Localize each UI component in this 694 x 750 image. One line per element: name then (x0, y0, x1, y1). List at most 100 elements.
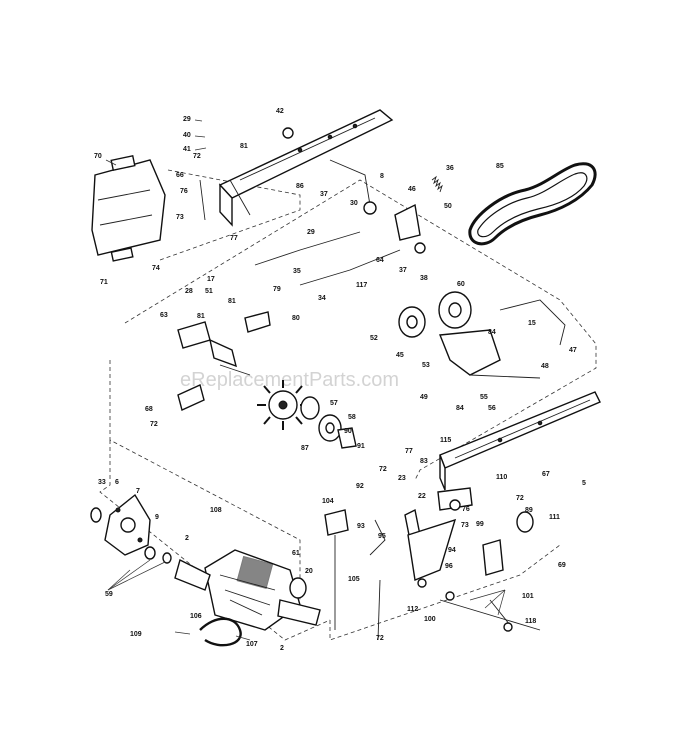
part-number-label: 108 (210, 507, 222, 514)
part-number-label: 2 (185, 535, 189, 542)
part-number-label: 17 (207, 276, 215, 283)
part-number-label: 2 (280, 645, 284, 652)
part-number-label: 93 (357, 523, 365, 530)
part-number-label: 72 (150, 421, 158, 428)
part-number-label: 47 (569, 347, 577, 354)
part-number-label: 56 (488, 405, 496, 412)
left-linkage-box (109, 360, 301, 600)
part-number-label: 60 (457, 281, 465, 288)
part-number-label: 84 (488, 329, 496, 336)
leader-lines (105, 119, 506, 641)
spring-36 (431, 175, 443, 193)
part-number-label: 84 (456, 405, 464, 412)
part-number-label: 66 (176, 172, 184, 179)
part-number-label: 112 (407, 606, 418, 613)
part-number-label: 71 (100, 279, 108, 286)
shift-levers (324, 487, 534, 641)
part-number-label: 79 (273, 286, 281, 293)
part-number-label: 81 (240, 143, 248, 150)
part-number-label: 38 (420, 275, 428, 282)
part-number-label: 77 (405, 448, 413, 455)
part-number-label: 109 (130, 631, 142, 638)
part-number-label: 55 (480, 394, 488, 401)
part-number-label: 7 (136, 488, 140, 495)
belt-107 (199, 617, 242, 647)
part-number-label: 72 (193, 153, 201, 160)
part-number-label: 72 (379, 466, 387, 473)
part-number-label: 20 (305, 568, 313, 575)
part-number-label: 90 (344, 428, 352, 435)
part-number-label: 94 (448, 547, 456, 554)
part-number-label: 77 (230, 235, 238, 242)
part-number-label: 117 (356, 282, 367, 289)
part-number-label: 51 (205, 288, 213, 295)
part-labels: 2940414270817266767377863784636503085296… (94, 108, 586, 652)
watermark-text: eReplacementParts.com (180, 369, 399, 391)
part-number-label: 34 (318, 295, 326, 302)
transaxle (174, 549, 321, 631)
part-number-label: 118 (525, 618, 536, 625)
top-left-box (159, 169, 301, 261)
cooling-fan (257, 380, 309, 430)
part-number-label: 72 (376, 635, 384, 642)
part-number-label: 85 (496, 163, 504, 170)
part-number-label: 72 (516, 495, 524, 502)
part-number-label: 73 (176, 214, 184, 221)
part-number-label: 40 (183, 132, 191, 139)
part-number-label: 49 (420, 394, 428, 401)
part-number-label: 87 (301, 445, 309, 452)
part-number-label: 92 (356, 483, 364, 490)
part-number-label: 23 (398, 475, 406, 482)
upper-linkage (199, 127, 426, 286)
part-number-label: 86 (296, 183, 304, 190)
part-number-label: 37 (399, 267, 407, 274)
part-number-label: 74 (152, 265, 160, 272)
part-number-label: 30 (350, 200, 358, 207)
part-number-label: 96 (445, 563, 453, 570)
part-number-label: 35 (293, 268, 301, 275)
part-number-label: 29 (307, 229, 315, 236)
part-number-label: 22 (418, 493, 426, 500)
left-brackets (177, 311, 271, 411)
part-number-label: 58 (348, 414, 356, 421)
part-number-label: 29 (183, 116, 191, 123)
part-number-label: 50 (444, 203, 452, 210)
frame-rail-lower (439, 391, 601, 491)
part-number-label: 68 (145, 406, 153, 413)
part-number-label: 83 (420, 458, 428, 465)
part-number-label: 81 (197, 313, 205, 320)
idler-pulleys (398, 291, 566, 379)
part-number-label: 89 (525, 507, 533, 514)
part-number-label: 8 (380, 173, 384, 180)
lower-right-rods (417, 578, 541, 632)
part-number-label: 81 (228, 298, 236, 305)
part-number-label: 110 (496, 474, 507, 481)
drive-belt (468, 162, 597, 246)
part-number-label: 63 (160, 312, 168, 319)
part-number-label: 64 (376, 257, 384, 264)
part-number-label: 111 (549, 514, 560, 521)
part-number-label: 37 (320, 191, 328, 198)
part-number-label: 41 (183, 146, 191, 153)
part-number-label: 80 (292, 315, 300, 322)
wheel-hub (90, 493, 172, 564)
pulley-57 (300, 396, 357, 449)
part-number-label: 61 (292, 550, 300, 557)
part-number-label: 46 (408, 186, 416, 193)
part-number-label: 115 (440, 437, 451, 444)
part-number-label: 57 (330, 400, 338, 407)
part-number-label: 107 (246, 641, 258, 648)
part-number-label: 69 (558, 562, 566, 569)
lower-right-box (329, 544, 561, 641)
part-number-label: 5 (582, 480, 586, 487)
part-number-label: 42 (276, 108, 284, 115)
part-number-label: 76 (462, 506, 470, 513)
part-number-label: 59 (105, 591, 113, 598)
part-number-label: 67 (542, 471, 550, 478)
part-number-label: 99 (476, 521, 484, 528)
part-number-label: 76 (180, 188, 188, 195)
part-number-label: 9 (155, 514, 159, 521)
part-number-label: 33 (98, 479, 106, 486)
part-number-label: 70 (94, 153, 102, 160)
